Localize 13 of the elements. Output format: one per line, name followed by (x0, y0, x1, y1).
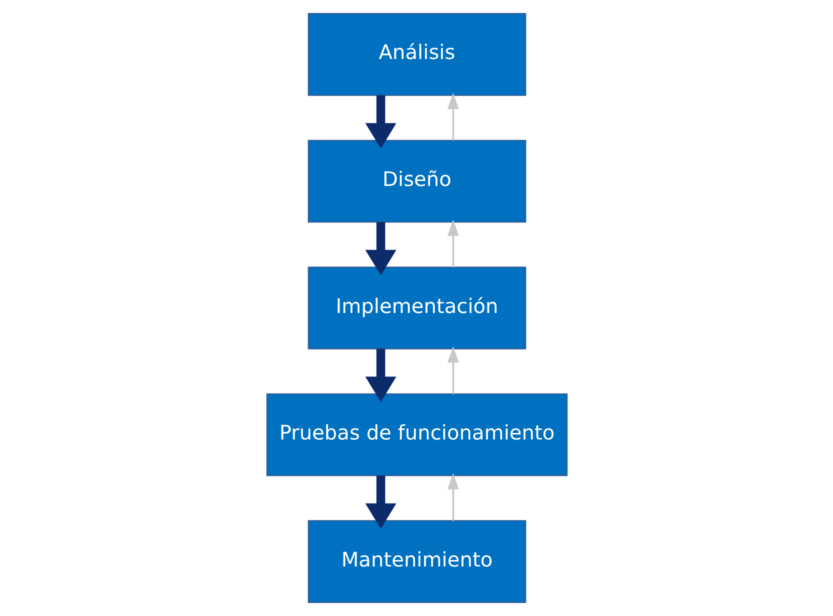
arrow (364, 476, 396, 529)
node-box: Diseño (307, 140, 526, 223)
arrow (446, 92, 458, 140)
node-box: Mantenimiento (307, 520, 526, 603)
arrow (364, 95, 396, 148)
node-box: Análisis (307, 13, 526, 96)
arrow (446, 220, 458, 268)
arrow (364, 348, 396, 402)
arrow (364, 222, 396, 276)
node-box: Implementación (307, 266, 526, 350)
arrow (446, 473, 458, 521)
node-box: Pruebas de funcionamiento (266, 393, 568, 476)
arrow (446, 346, 458, 394)
